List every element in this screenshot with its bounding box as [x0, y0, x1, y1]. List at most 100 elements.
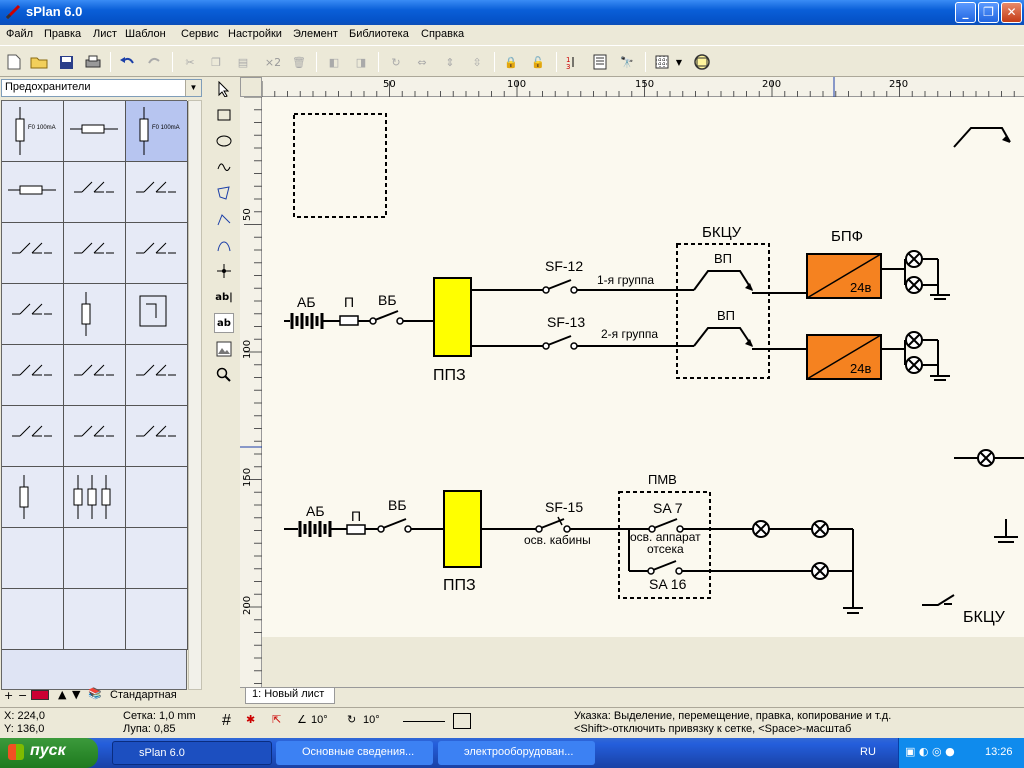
textbox-tool-icon[interactable]: ab: [214, 313, 234, 333]
library-symbol-cell[interactable]: [64, 284, 126, 345]
polygon-tool-icon[interactable]: [214, 183, 234, 203]
library-symbol-cell[interactable]: F0 100mA: [2, 101, 64, 162]
junction-tool-icon[interactable]: [214, 261, 234, 281]
library-symbol-cell[interactable]: F0 100mA: [126, 101, 188, 162]
text-tool-icon[interactable]: ab|: [215, 291, 233, 303]
library-edit-icon[interactable]: [31, 690, 49, 700]
drawing-canvas[interactable]: АБ П ВБ ППЗ SF-12 1-я группа SF-13 2-я г…: [262, 97, 1024, 687]
fill-color-preview[interactable]: [453, 713, 471, 729]
library-symbol-cell[interactable]: [2, 345, 64, 406]
line-width-preview[interactable]: [403, 721, 445, 722]
new-file-icon[interactable]: [4, 52, 24, 72]
library-symbol-cell[interactable]: [64, 406, 126, 467]
title-bar[interactable]: sPlan 6.0 _ ❐ ✕: [0, 0, 1024, 25]
library-symbol-cell[interactable]: [2, 528, 64, 589]
library-symbol-cell[interactable]: [2, 467, 64, 528]
library-symbol-cell[interactable]: [126, 589, 188, 650]
library-symbol-cell[interactable]: [126, 345, 188, 406]
menu-edit[interactable]: Правка: [44, 28, 82, 40]
grid-toggle-icon[interactable]: #: [222, 712, 231, 729]
library-select[interactable]: Предохранители▼: [1, 79, 202, 97]
undo-icon[interactable]: [117, 52, 137, 72]
library-symbol-cell[interactable]: [126, 223, 188, 284]
chevron-down-icon[interactable]: ▼: [675, 57, 683, 67]
library-scrollbar[interactable]: [188, 100, 202, 690]
minimize-button[interactable]: _: [955, 2, 976, 23]
rotate-icon[interactable]: ↻: [391, 55, 401, 69]
find-icon[interactable]: 🔭: [620, 55, 634, 69]
angle-snap[interactable]: 10°: [311, 714, 328, 726]
send-back-icon[interactable]: ◨: [355, 55, 367, 69]
menu-library[interactable]: Библиотека: [349, 28, 409, 40]
paste-icon[interactable]: ▤: [237, 55, 249, 69]
magnifier-tool-icon[interactable]: [214, 365, 234, 385]
image-tool-icon[interactable]: [214, 339, 234, 359]
library-symbol-cell[interactable]: [2, 406, 64, 467]
task-doc-2[interactable]: электрооборудован...: [438, 741, 595, 765]
curve-tool-icon[interactable]: [214, 157, 234, 177]
magnet-icon[interactable]: ⇱: [272, 714, 282, 726]
copy-icon[interactable]: ❐: [211, 55, 221, 69]
start-button[interactable]: пуск: [0, 738, 98, 768]
language-indicator[interactable]: RU: [860, 746, 876, 758]
bring-front-icon[interactable]: ◧: [328, 55, 340, 69]
add-icon[interactable]: +: [4, 689, 14, 702]
menu-element[interactable]: Элемент: [293, 28, 338, 40]
tray-icons[interactable]: ▣ ◐ ◎ ●: [905, 745, 955, 758]
bezier-tool-icon[interactable]: [214, 235, 234, 255]
remove-icon[interactable]: −: [18, 689, 28, 702]
chevron-down-icon[interactable]: ▼: [185, 80, 201, 96]
library-symbol-cell[interactable]: [64, 345, 126, 406]
unlock-icon[interactable]: 🔓: [531, 55, 545, 69]
task-splan[interactable]: sPlan 6.0: [112, 741, 272, 765]
duplicate-button[interactable]: ×2: [264, 55, 282, 69]
schematic-sheet[interactable]: АБ П ВБ ППЗ SF-12 1-я группа SF-13 2-я г…: [262, 97, 1024, 637]
library-symbol-cell[interactable]: [2, 223, 64, 284]
library-symbol-cell[interactable]: [126, 467, 188, 528]
maximize-button[interactable]: ❐: [978, 2, 999, 23]
library-symbol-cell[interactable]: [126, 284, 188, 345]
open-folder-icon[interactable]: [29, 52, 49, 72]
rotate-step[interactable]: 10°: [363, 714, 380, 726]
rectangle-tool-icon[interactable]: [214, 105, 234, 125]
library-symbol-cell[interactable]: [2, 162, 64, 223]
tab-sheet-1[interactable]: 1: Новый лист: [245, 688, 335, 704]
redo-icon[interactable]: [145, 52, 165, 72]
delete-icon[interactable]: 🗑: [292, 55, 306, 69]
lock-icon[interactable]: 🔒: [504, 55, 518, 69]
menu-settings[interactable]: Настройки: [228, 28, 282, 40]
mirror-h-icon[interactable]: ⇔: [417, 55, 427, 69]
align-icon[interactable]: ⇳: [472, 55, 482, 69]
task-doc-1[interactable]: Основные сведения...: [276, 741, 433, 765]
library-symbol-cell[interactable]: [126, 528, 188, 589]
menu-help[interactable]: Справка: [421, 28, 465, 40]
library-symbol-cell[interactable]: [2, 284, 64, 345]
parts-list-icon[interactable]: [590, 52, 610, 72]
snap-icon[interactable]: ✱: [246, 714, 256, 726]
library-symbol-cell[interactable]: [64, 162, 126, 223]
arrow-up-icon[interactable]: ▲: [58, 688, 67, 701]
polyline-tool-icon[interactable]: [214, 209, 234, 229]
menu-template[interactable]: Шаблон: [125, 28, 166, 40]
save-icon[interactable]: [56, 52, 76, 72]
ellipse-tool-icon[interactable]: [214, 131, 234, 151]
library-symbol-cell[interactable]: [64, 467, 126, 528]
ruler-corner[interactable]: [240, 77, 262, 97]
menu-service[interactable]: Сервис: [181, 28, 219, 40]
library-symbol-cell[interactable]: [64, 528, 126, 589]
zoom-fit-icon[interactable]: [692, 52, 712, 72]
library-symbol-cell[interactable]: [126, 162, 188, 223]
library-symbol-cell[interactable]: [64, 589, 126, 650]
menu-file[interactable]: Файл: [6, 28, 34, 40]
menu-sheet[interactable]: Лист: [93, 28, 117, 40]
pointer-tool-icon[interactable]: [214, 79, 234, 99]
close-button[interactable]: ✕: [1001, 2, 1022, 23]
library-symbol-cell[interactable]: [64, 101, 126, 162]
library-symbol-cell[interactable]: [64, 223, 126, 284]
library-symbol-cell[interactable]: [2, 589, 64, 650]
mirror-v-icon[interactable]: ⇕: [445, 55, 455, 69]
print-icon[interactable]: [83, 52, 103, 72]
arrow-down-icon[interactable]: ▼: [72, 688, 81, 701]
cut-icon[interactable]: ✂: [185, 55, 195, 69]
